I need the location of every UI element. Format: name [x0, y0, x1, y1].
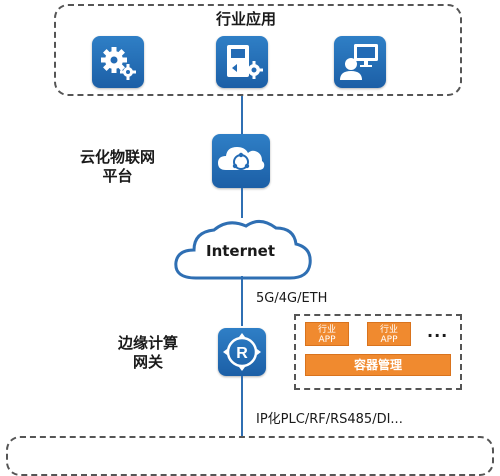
industry-app-2-line2: APP [380, 335, 398, 345]
connector-line [241, 96, 243, 134]
industry-application-title: 行业应用 [216, 10, 277, 28]
internet-cloud [166, 212, 320, 292]
edge-gateway-label-line1: 边缘计算 [118, 334, 179, 352]
network-link-label: 5G/4G/ETH [256, 291, 328, 306]
gears-icon[interactable] [92, 36, 144, 88]
cloud-platform-label-line2: 平台 [102, 167, 133, 185]
cloud-platform-label-line1: 云化物联网 [80, 148, 156, 166]
device-gear-icon[interactable] [216, 36, 268, 88]
field-devices-group [6, 436, 494, 476]
industry-app-box-2[interactable]: 行业 APP [367, 322, 411, 346]
industry-application-group [54, 4, 462, 96]
connector-line [241, 376, 243, 436]
industry-app-2-line1: 行业 [379, 325, 398, 335]
more-apps-ellipsis: ··· [427, 326, 449, 345]
internet-label: Internet [206, 242, 276, 260]
edge-gateway-label: 边缘计算 网关 [118, 334, 178, 372]
user-monitor-icon[interactable] [334, 36, 386, 88]
cloud-platform-label: 云化物联网 平台 [80, 148, 155, 186]
connector-line [241, 188, 243, 218]
field-protocols-label: IP化PLC/RF/RS485/DI... [256, 412, 403, 427]
container-management-bar[interactable]: 容器管理 [305, 354, 451, 376]
cloud-network-icon[interactable] [212, 134, 270, 188]
industry-app-box-1[interactable]: 行业 APP [305, 322, 349, 346]
router-icon[interactable]: R [218, 328, 266, 376]
industry-app-1-line2: APP [318, 335, 336, 345]
edge-gateway-label-line2: 网关 [133, 353, 164, 371]
industry-app-1-line1: 行业 [317, 325, 336, 335]
svg-text:R: R [236, 345, 248, 362]
edge-container-panel [294, 314, 462, 390]
connector-line [241, 276, 243, 326]
